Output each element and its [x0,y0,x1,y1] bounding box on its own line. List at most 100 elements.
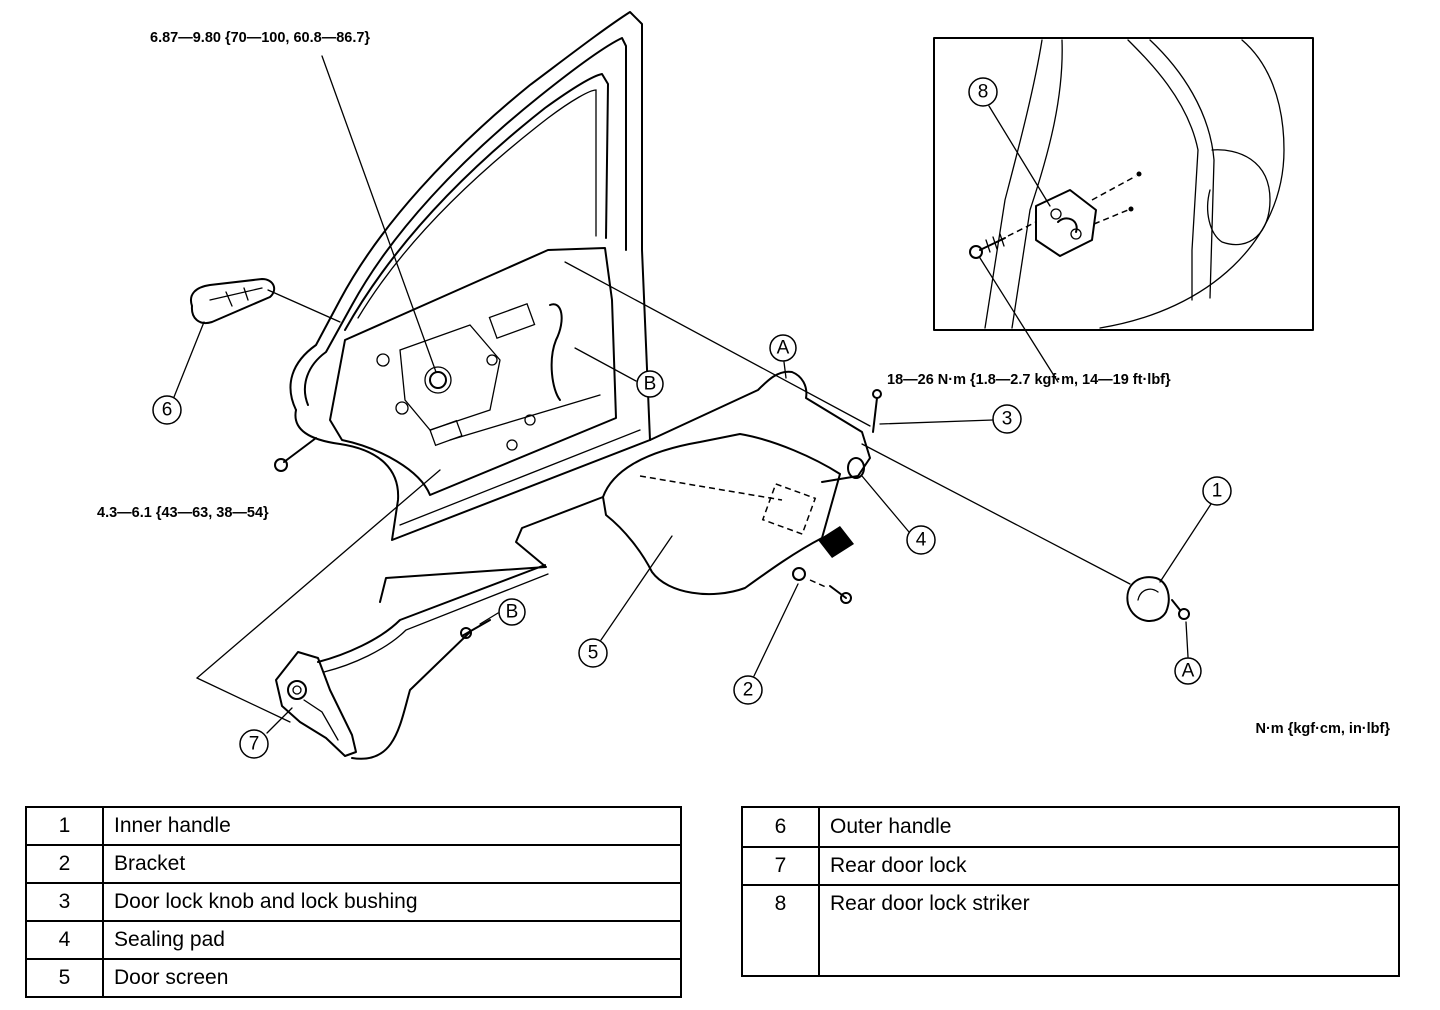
striker-loop [1057,217,1078,233]
door-screen-hidden-pad [761,483,817,535]
leader-callout-2 [753,583,799,677]
leader-striker-torque [979,257,1059,383]
parts-row: 8 Rear door lock striker [741,884,1400,977]
inset-body-recess [1207,149,1271,246]
callout-6-circle [152,395,182,425]
outer-handle-bolt-head [274,458,288,472]
callout-2-circle [733,675,763,705]
panel-hole-2 [395,401,409,415]
lock-cable-loop [351,631,471,760]
callout-1-circle [1202,476,1232,506]
leader-callout-8 [988,105,1051,207]
parts-row: 2 Bracket [25,844,682,884]
torque-units-note: N·m {kgf·cm, in·lbf} [1255,721,1390,737]
inner-handle-lever [1137,588,1159,601]
inner-handle [1126,576,1170,622]
callout-4-circle [906,525,936,555]
parts-row: 1 Inner handle [25,806,682,846]
striker-mount-line-upper [1091,175,1137,201]
door-screen-hidden-edge [639,475,783,501]
leader-top-torque [321,55,437,373]
callout-1-label: 1 [1212,481,1223,502]
regulator-bolt-washer [424,366,452,394]
striker-bolt-axis [1007,221,1037,237]
leader-callout-3 [879,419,994,425]
bracket-screw-head [840,592,852,604]
leader-ref-b-right [574,347,637,382]
torque-spec-handle-bolt: 4.3—6.1 {43—63, 38—54} [97,505,269,521]
callout-1: 1 [1202,476,1232,506]
callout-5-circle [578,638,608,668]
bracket-screw-shank [829,585,847,599]
regulator-bolt [429,371,447,389]
door-inner-panel [329,247,617,496]
lock-bushing [847,457,865,479]
callout-3-label: 3 [1002,409,1013,430]
callout-7-circle [239,729,269,759]
callout-4-label: 4 [916,530,927,551]
ref-mark-b-right: B [636,370,664,398]
part-number: 1 [25,806,104,846]
callout-7-label: 7 [249,734,260,755]
striker-mount-point-upper [1136,171,1142,177]
knob-rod [564,261,871,427]
callout-5-label: 5 [588,643,599,664]
lock-mount-plate [303,699,339,741]
callout-6-label: 6 [162,400,173,421]
part-number: 8 [741,884,820,977]
part-name: Sealing pad [102,920,682,960]
striker-bolt-thread [985,233,1005,253]
parts-row: 7 Rear door lock [741,846,1400,886]
lock-link-cable-lower [323,573,549,673]
panel-hole-3 [486,354,498,366]
latch-clip [429,419,463,447]
window-opening-inner-edge [357,89,597,319]
inner-handle-screw-shank [1171,599,1181,611]
bracket-clip [792,567,806,581]
lock-latch-wheel [287,680,307,700]
lock-link-cable-upper [317,564,546,663]
inset-door-edge-2 [1011,39,1063,329]
striker-inset-frame [933,37,1314,331]
parts-table-left: 1 Inner handle 2 Bracket 3 Door lock kno… [25,806,682,998]
outer-handle-rod [267,289,341,323]
part-name: Rear door lock [818,846,1400,886]
callout-5: 5 [578,638,608,668]
window-regulator-plate [399,324,501,431]
door-screen-outer-sheet [379,496,604,603]
striker-bolt-head [969,245,983,259]
door-body-outline [294,409,651,541]
callout-2-label: 2 [743,680,754,701]
parts-row: 6 Outer handle [741,806,1400,848]
leader-lock-lower [196,677,291,723]
parts-row: 3 Door lock knob and lock bushing [25,882,682,922]
striker-bolt-shank [979,237,1006,251]
panel-hole-5 [524,414,536,426]
leader-ref-a-top [783,361,787,379]
outer-handle-bolt-shank [283,437,317,463]
part-name: Rear door lock striker [818,884,1400,977]
outer-handle [190,278,276,324]
callout-2: 2 [733,675,763,705]
inner-handle-screw-head [1178,608,1190,620]
part-number: 5 [25,958,104,998]
outer-handle-grip-detail [209,287,263,307]
leader-callout-6 [173,321,205,398]
window-opening-edge [344,73,609,331]
lock-bolt-shank [461,619,491,637]
callout-8-circle [968,77,998,107]
callout-8-label: 8 [978,82,989,103]
part-name: Outer handle [818,806,1400,848]
ref-mark-b-lower-circle [498,598,526,626]
panel-slot [488,302,536,340]
rear-door-lock-striker-plate [1035,189,1097,257]
inset-body-edge-2 [1149,39,1215,299]
ref-mark-b-lower-label: B [506,602,519,623]
sealing-pad [818,526,854,558]
rear-door-lock-body [275,651,357,757]
ref-mark-a-top-label: A [777,338,790,359]
parts-row: 4 Sealing pad [25,920,682,960]
leader-ref-b-lower [479,612,499,625]
torque-spec-top-bolt: 6.87—9.80 {70—100, 60.8—86.7} [150,30,370,46]
door-lower-panel-edge [399,429,641,526]
